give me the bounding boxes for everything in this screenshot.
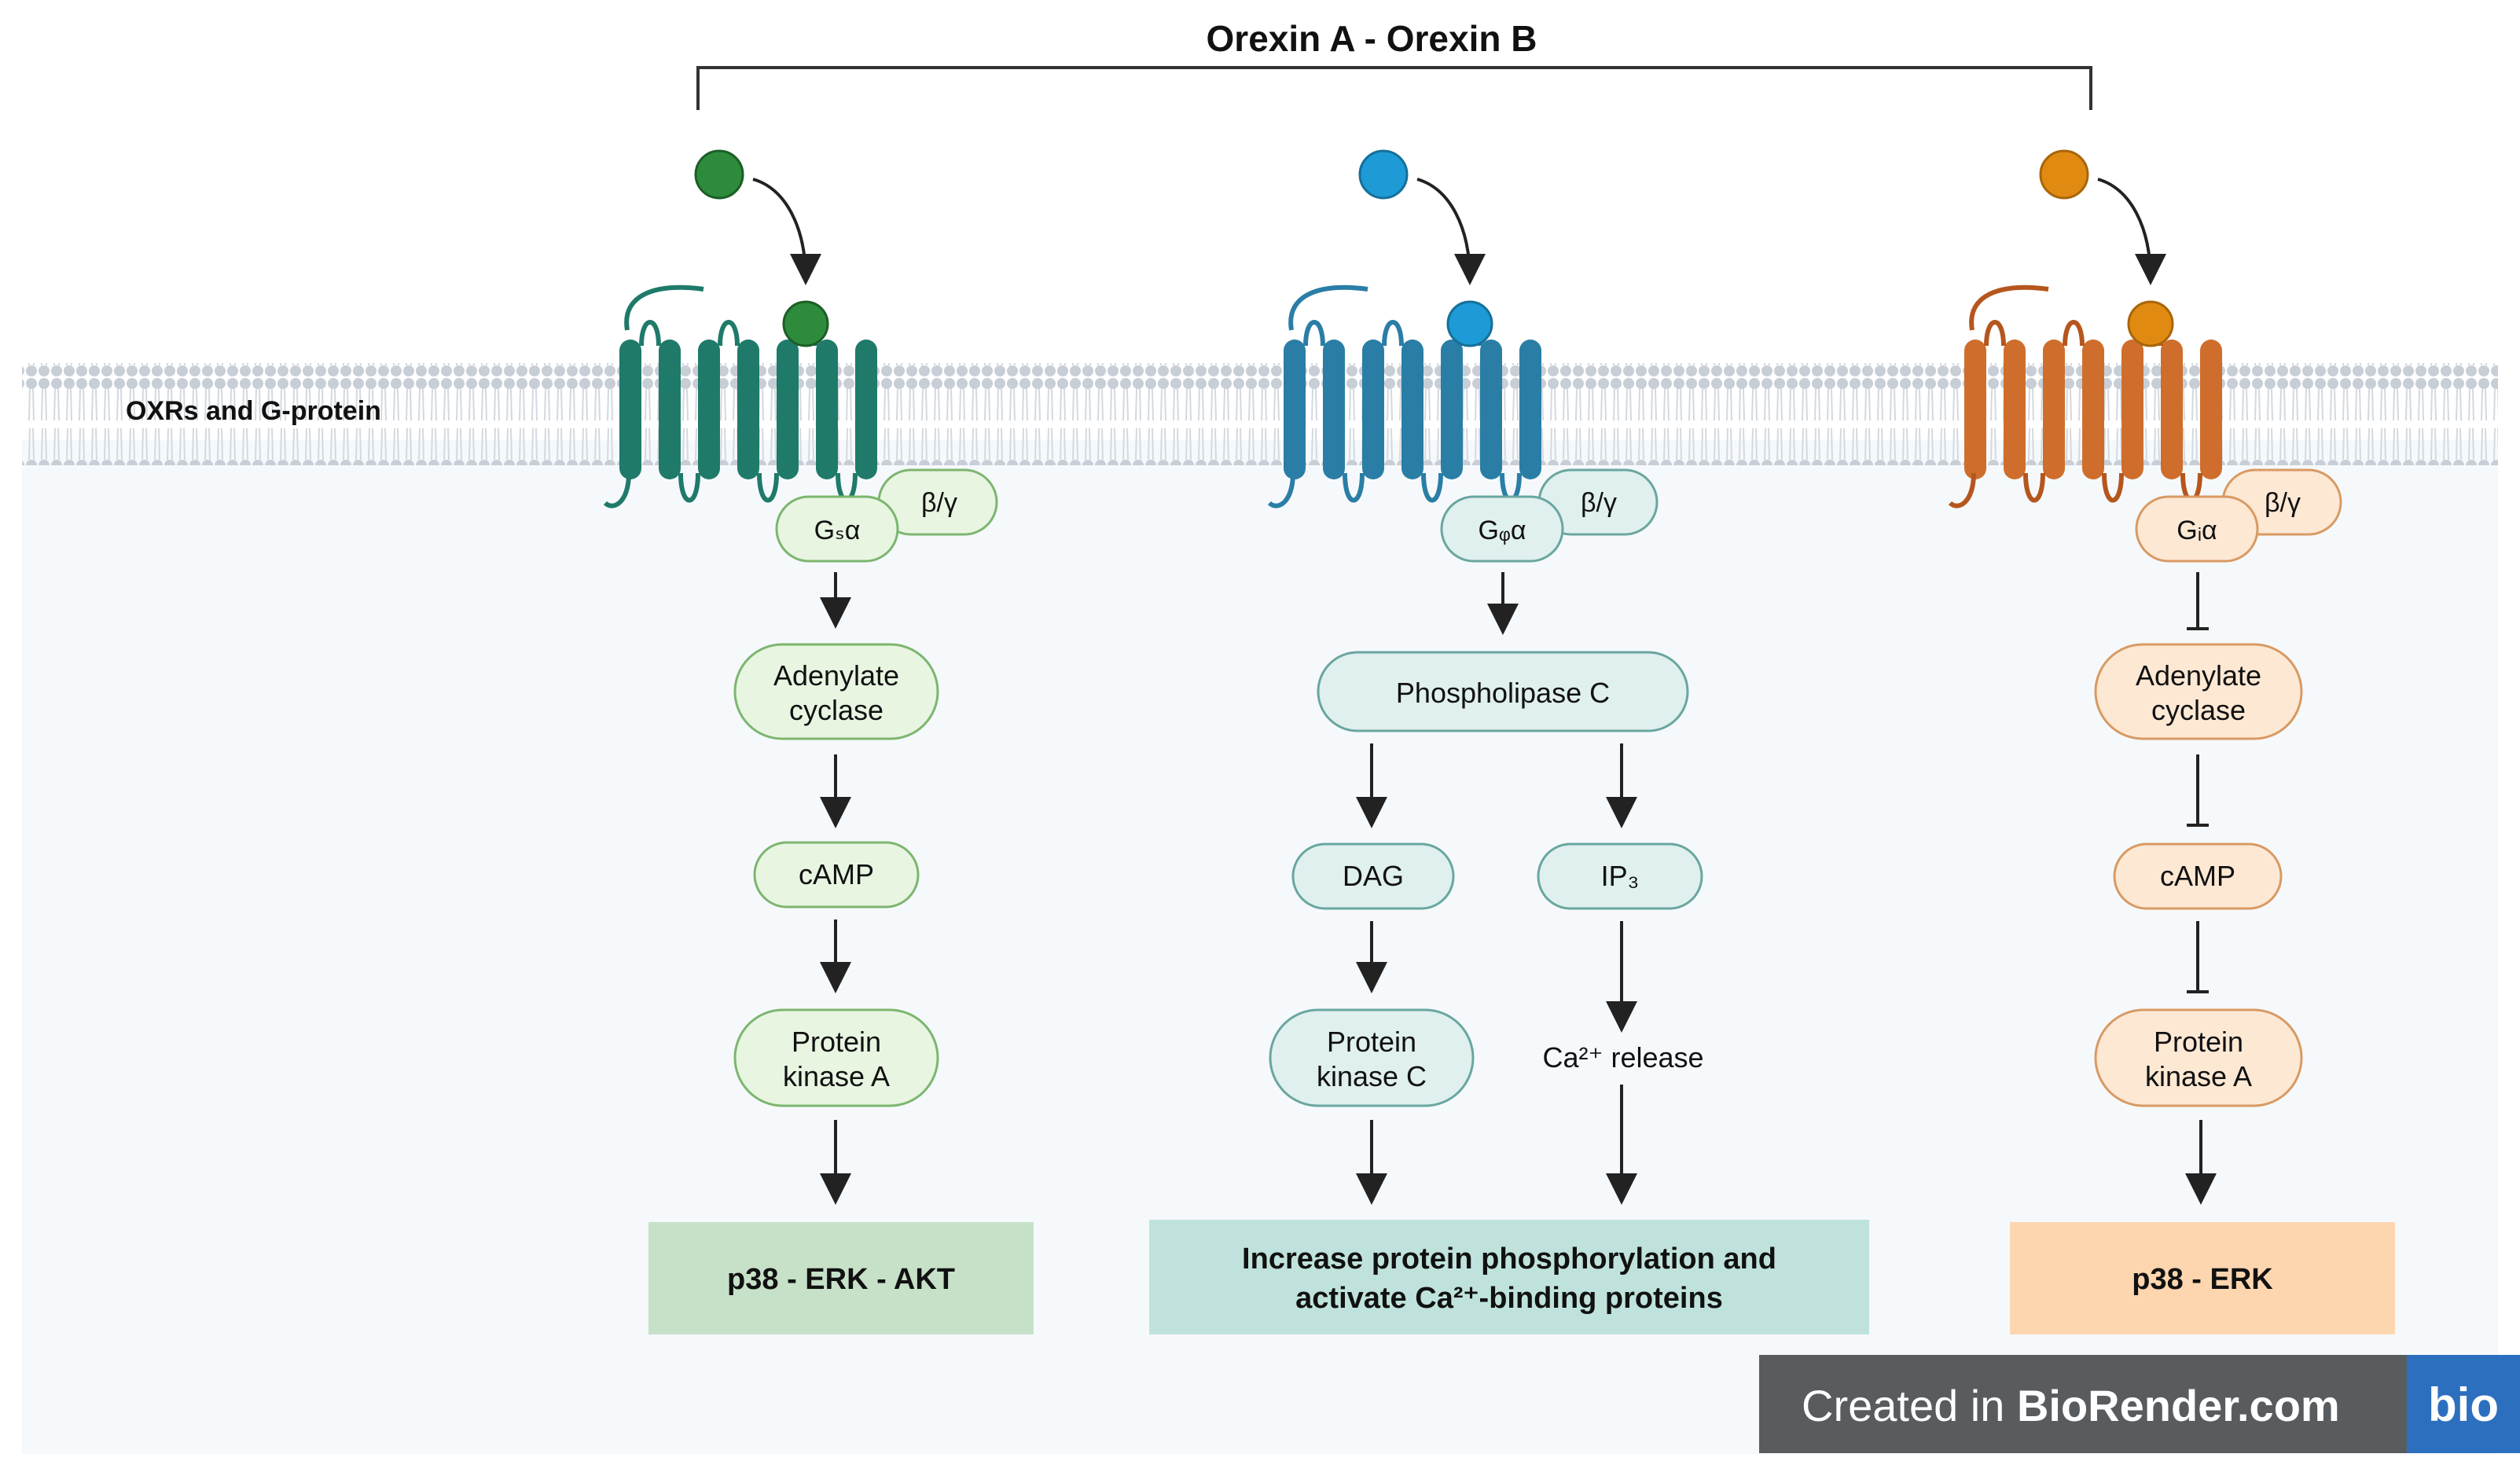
phospholipase-c-node <box>1317 651 1689 732</box>
ip3-node <box>1537 842 1703 910</box>
ligand-binding-arrow <box>2097 178 2166 285</box>
g-alpha-subunit <box>775 495 899 563</box>
receptor-blue <box>1267 284 1541 508</box>
camp-label: cAMP <box>2160 860 2235 892</box>
dag-label: DAG <box>1343 860 1404 892</box>
g-alpha-subunit <box>2135 495 2259 563</box>
ligand-blue <box>1358 149 1409 200</box>
protein-kinase-a-node <box>733 1008 939 1107</box>
outcome-middle-line2: activate Ca²⁺-binding proteins <box>1295 1282 1723 1315</box>
membrane-label: OXRs and G-protein <box>126 396 381 426</box>
ligand-orange <box>2039 149 2089 200</box>
receptor-orange <box>1948 284 2222 508</box>
watermark-prefix: Created in <box>1802 1381 2017 1430</box>
pka-line2: kinase A <box>783 1060 890 1092</box>
camp-node <box>753 841 920 909</box>
middle-pathway: β/γ Gᵩα Phospholipase C DAG IP₃ Protein … <box>1149 149 1869 1334</box>
adenylate-cyclase-line2: cyclase <box>2151 694 2246 726</box>
adenylate-cyclase-line1: Adenylate <box>773 659 899 692</box>
beta-gamma-label: β/γ <box>921 488 957 518</box>
svg-text:Created in BioRender.com: Created in BioRender.com <box>1802 1381 2340 1430</box>
protein-kinase-c-node <box>1269 1008 1475 1107</box>
ligand-binding-arrow <box>752 178 821 285</box>
pka-line1: Protein <box>2154 1026 2243 1058</box>
biorender-logo-box <box>2407 1355 2520 1453</box>
ca-release-label: Ca²⁺ release <box>1542 1041 1703 1074</box>
bound-ligand-blue <box>1446 300 1493 347</box>
camp-node <box>2113 842 2283 910</box>
outcome-right-label: p38 - ERK <box>2132 1263 2273 1296</box>
adenylate-cyclase-line2: cyclase <box>789 694 883 726</box>
pkc-line1: Protein <box>1327 1026 1416 1058</box>
g-alpha-label: Gᵩα <box>1478 516 1526 545</box>
g-alpha-label: Gₛα <box>814 516 861 545</box>
diagram-title: Orexin A - Orexin B <box>1207 18 1537 59</box>
outcome-box-middle <box>1149 1220 1869 1334</box>
ligand-binding-arrow <box>1416 178 1486 285</box>
ip3-label: IP₃ <box>1601 860 1640 892</box>
biorender-logo: bio <box>2428 1378 2499 1431</box>
protein-kinase-a-node <box>2094 1008 2303 1107</box>
watermark-brand: BioRender.com <box>2017 1381 2340 1430</box>
outcome-box-right <box>2010 1222 2395 1334</box>
bound-ligand-orange <box>2127 300 2174 347</box>
ligand-green <box>694 149 744 200</box>
dag-node <box>1291 842 1455 910</box>
right-pathway: β/γ Gᵢα Adenylate cyclase cAMP Protein k… <box>1948 149 2395 1334</box>
bound-ligand-green <box>782 300 829 347</box>
phospholipase-c-label: Phospholipase C <box>1396 677 1610 709</box>
left-pathway: β/γ Gₛα Adenylate cyclase cAMP Protein k… <box>603 149 1034 1334</box>
camp-label: cAMP <box>799 858 874 890</box>
adenylate-cyclase-line1: Adenylate <box>2136 659 2261 692</box>
biorender-watermark: Created in BioRender.com bio <box>1759 1355 2520 1453</box>
g-alpha-label: Gᵢα <box>2177 516 2217 545</box>
outcome-middle-line1: Increase protein phosphorylation and <box>1242 1243 1776 1276</box>
outcome-box-left <box>648 1222 1034 1334</box>
adenylate-cyclase-node <box>733 643 939 740</box>
g-alpha-subunit <box>1440 495 1564 563</box>
adenylate-cyclase-node <box>2094 643 2303 740</box>
watermark-bar <box>1759 1355 2520 1453</box>
receptor-green <box>603 284 877 508</box>
beta-gamma-label: β/γ <box>2265 488 2301 518</box>
ligand-bracket <box>696 66 2092 110</box>
outcome-left-label: p38 - ERK - AKT <box>727 1263 955 1296</box>
pkc-line2: kinase C <box>1317 1060 1427 1092</box>
pka-line2: kinase A <box>2145 1060 2252 1092</box>
beta-gamma-label: β/γ <box>1581 488 1617 518</box>
pka-line1: Protein <box>792 1026 881 1058</box>
